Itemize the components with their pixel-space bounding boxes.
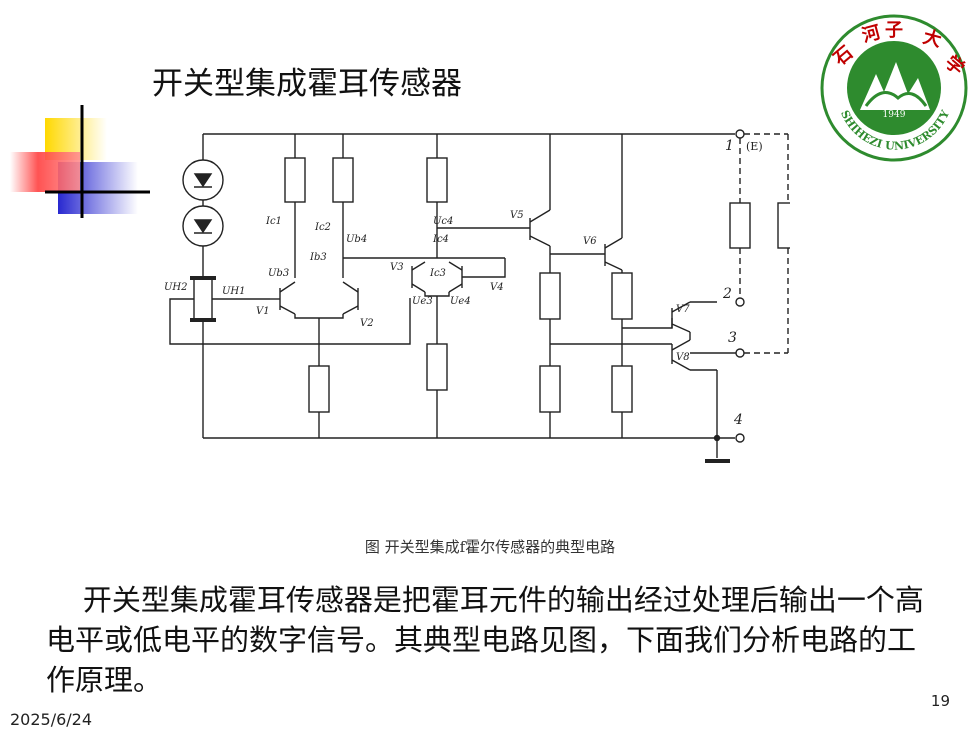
slide-date: 2025/6/24 <box>10 710 93 729</box>
pin-4: 4 <box>733 412 743 428</box>
label-uh2: UH2 <box>164 282 188 293</box>
pin-2: 2 <box>722 286 732 302</box>
label-ic4: Ic4 <box>432 234 449 245</box>
body-paragraph: 开关型集成霍耳传感器是把霍耳元件的输出经过处理后输出一个高电平或低电平的数字信号… <box>46 583 924 697</box>
slide-title: 开关型集成霍耳传感器 <box>152 66 462 102</box>
label-v7: V7 <box>676 304 690 315</box>
label-ic1: Ic1 <box>265 216 282 227</box>
label-ue4: Ue4 <box>450 296 471 307</box>
label-ub3: Ub3 <box>268 268 289 279</box>
label-v3: V3 <box>390 262 404 273</box>
label-v8: V8 <box>676 352 690 363</box>
label-v2: V2 <box>360 318 374 329</box>
page-number: 19 <box>930 692 950 710</box>
label-ib3: Ib3 <box>309 252 327 263</box>
label-ub4: Ub4 <box>346 234 367 245</box>
logo-year: 1949 <box>883 110 906 120</box>
label-uh1: UH1 <box>222 286 246 297</box>
pin-1-e: (E) <box>746 140 763 153</box>
label-ic3: Ic3 <box>429 268 446 279</box>
hall-sensor-circuit: Ic1 Ic2 Ub4 Ib3 Ub3 UH2 UH1 V1 V2 V3 Ic3… <box>164 129 790 463</box>
label-ue3: Ue3 <box>412 296 433 307</box>
university-logo: 1949 石 河 子 大 学 SHIHEZI UNIVERSITY <box>820 14 969 162</box>
label-v4: V4 <box>490 282 504 293</box>
svg-text:大: 大 <box>921 26 944 52</box>
figure-caption: 图 开关型集成f霍尔传感器的典型电路 <box>364 538 616 556</box>
label-uc4: Uc4 <box>433 216 453 227</box>
label-v6: V6 <box>583 236 597 247</box>
hall-element <box>193 277 213 321</box>
label-v5: V5 <box>510 210 524 221</box>
svg-text:子: 子 <box>885 20 903 41</box>
decorative-squares <box>10 105 150 218</box>
svg-text:河: 河 <box>860 22 883 47</box>
pin-1: 1 <box>725 138 734 154</box>
zener-diode-stack <box>182 159 224 247</box>
pin-3: 3 <box>728 330 737 346</box>
label-ic2: Ic2 <box>314 222 331 233</box>
label-v1: V1 <box>256 306 270 317</box>
